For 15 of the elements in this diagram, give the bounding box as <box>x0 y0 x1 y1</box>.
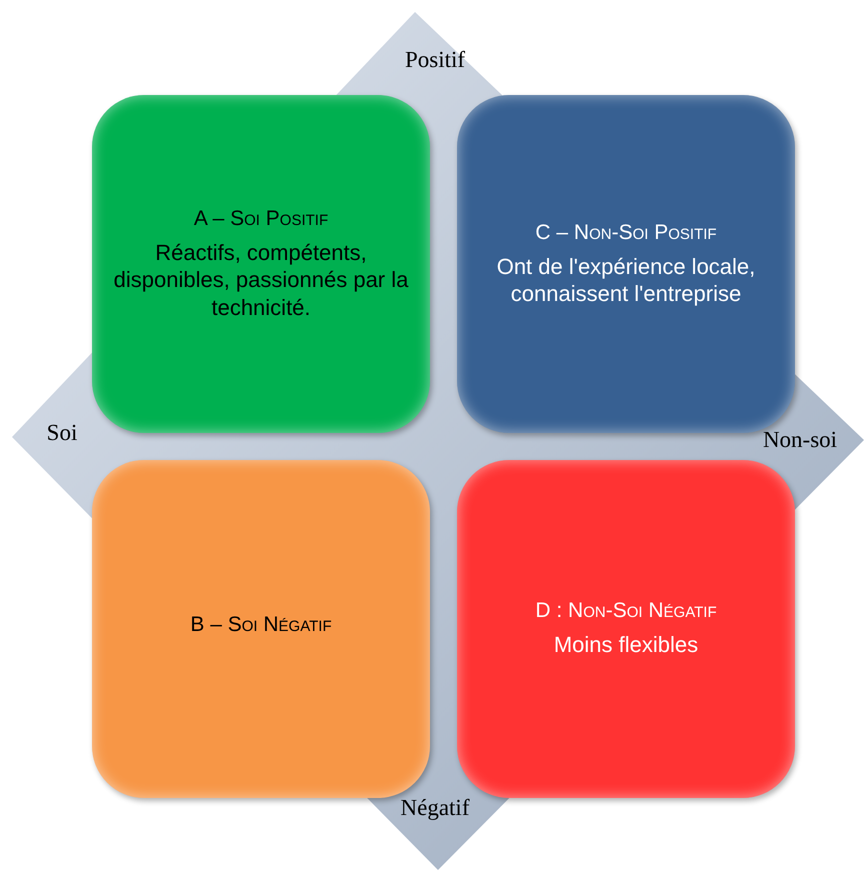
quadrant-description: Réactifs, compétents, disponibles, passionnés par la technicité. <box>112 238 410 322</box>
quadrant-title: D : Non-Soi Négatif <box>535 599 717 624</box>
quadrant-description: Ont de l'expérience locale, connaissent l'entreprise <box>496 252 756 308</box>
quadrant-box <box>457 460 795 798</box>
quadrant-box <box>92 95 430 433</box>
quadrant-title: A – Soi Positif <box>194 206 328 231</box>
axis-label: Non-soi <box>762 427 838 453</box>
axis-label: Positif <box>404 47 466 73</box>
quadrant-description: Moins flexibles <box>554 631 698 659</box>
quadrant-title: C – Non-Soi Positif <box>535 220 717 244</box>
quadrant-box <box>457 95 795 433</box>
axis-label: Soi <box>46 420 78 446</box>
quadrant-box <box>92 460 430 798</box>
quadrant-title: B – Soi Négatif <box>190 613 332 637</box>
axis-label: Négatif <box>400 795 470 821</box>
